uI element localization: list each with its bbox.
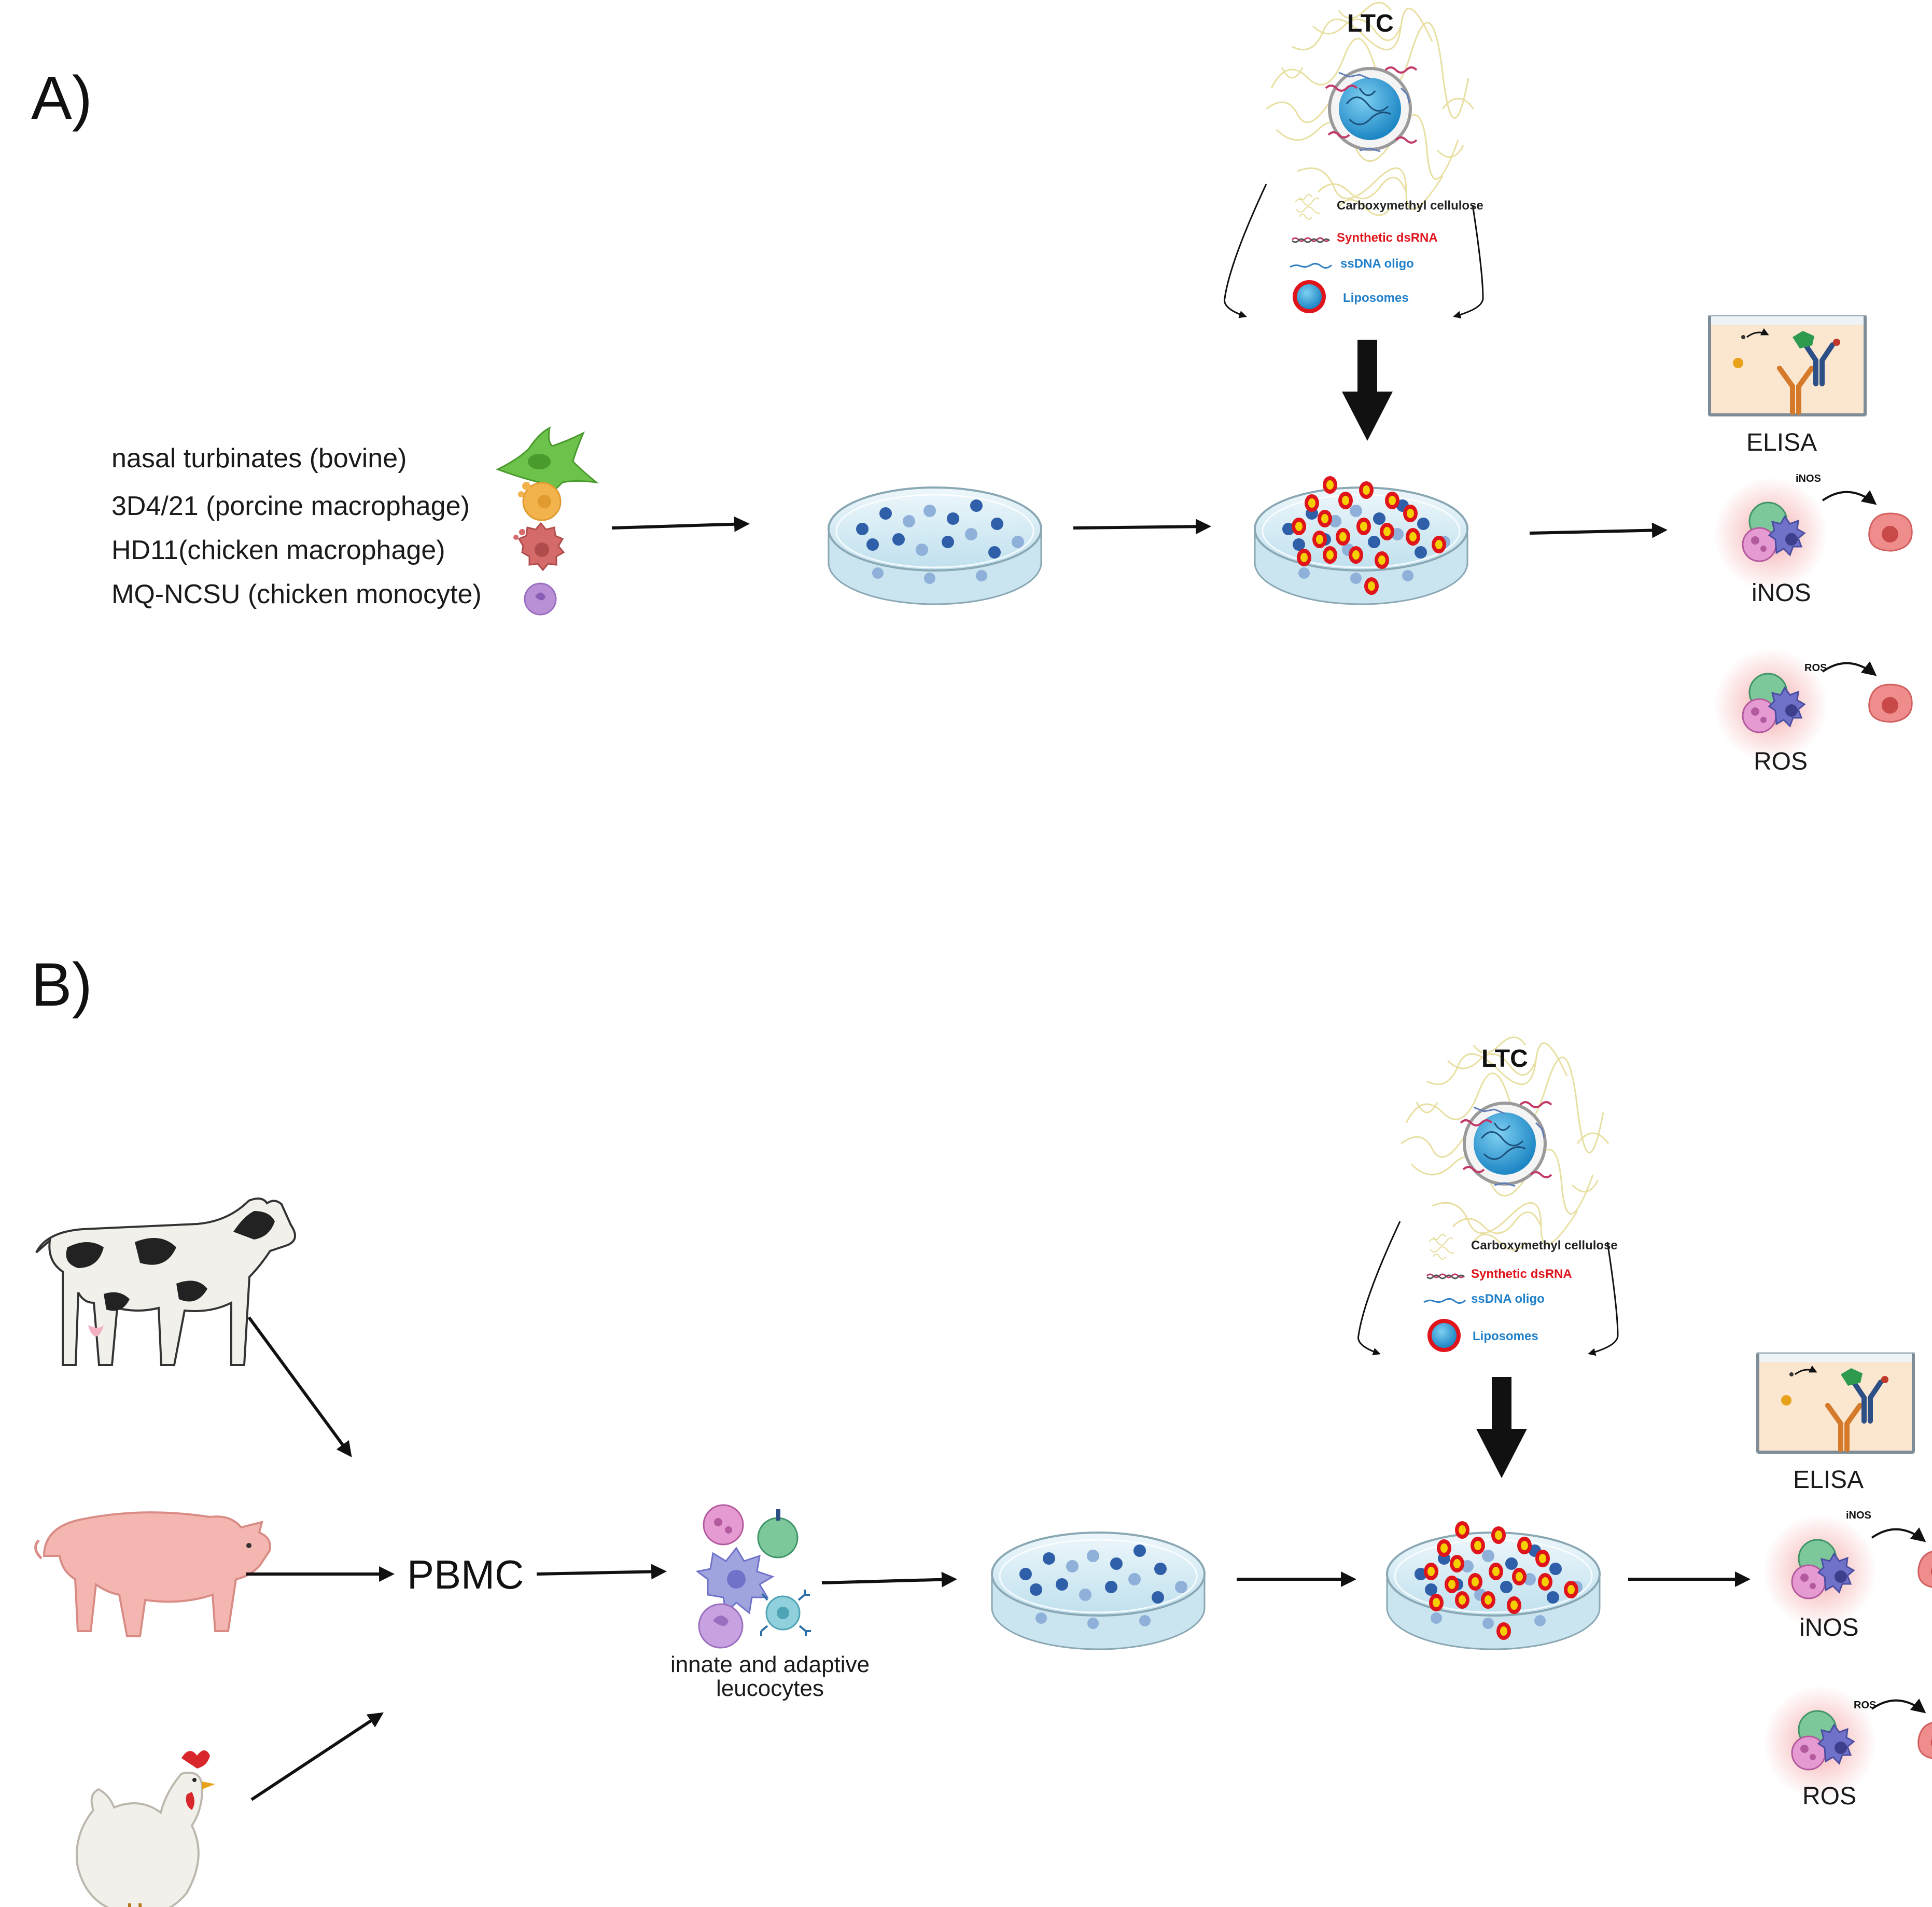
legend-liposomes-a: Liposomes: [1343, 291, 1409, 305]
petri-dish-liposomes-icon: [1254, 476, 1468, 605]
pig-icon: [34, 1511, 271, 1637]
cmc-icon: [1295, 194, 1321, 220]
legend-cmc-a: Carboxymethyl cellulose: [1337, 199, 1483, 213]
ros-mini-label-b: ROS: [1854, 1700, 1877, 1711]
panel-a: [496, 3, 1912, 762]
liposome-icon: [1427, 1319, 1461, 1352]
ltc-bracket-right-b: [1588, 1242, 1619, 1356]
flow-arrow-a-2: [1073, 519, 1211, 535]
big-down-arrow-b: [1476, 1377, 1527, 1478]
legend-dsrna-a: Synthetic dsRNA: [1337, 231, 1438, 245]
flow-arrow-b-1: [536, 1564, 667, 1580]
assay-elisa-b: ELISA: [1793, 1466, 1864, 1494]
assay-ros-a: ROS: [1754, 748, 1808, 775]
cell-line-bovine: nasal turbinates (bovine): [111, 443, 407, 474]
inos-cells-icon: [1714, 477, 1912, 591]
chicken-monocyte-icon: [524, 582, 557, 616]
petri-dish-icon: [991, 1532, 1206, 1650]
leucocytes-label: innate and adaptive leucocytes: [670, 1652, 870, 1702]
assay-inos-a: iNOS: [1752, 579, 1811, 607]
ltc-title-a: LTC: [1347, 10, 1394, 37]
leucocytes-icon: [695, 1504, 811, 1649]
ltc-bracket-left-b: [1357, 1221, 1401, 1356]
ltc-bracket-right-a: [1453, 204, 1484, 319]
ros-mini-label-a: ROS: [1804, 662, 1827, 674]
inos-mini-label-a: iNOS: [1796, 473, 1821, 484]
cell-line-chicken-monocyte: MQ-NCSU (chicken monocyte): [111, 579, 482, 609]
legend-ssdna-a: ssDNA oligo: [1340, 257, 1414, 271]
cell-line-chicken-macrophage: HD11(chicken macrophage): [111, 535, 445, 565]
flow-arrow-a-3: [1529, 522, 1668, 538]
chicken-macrophage-icon: [513, 522, 565, 572]
assay-inos-b: iNOS: [1799, 1614, 1859, 1641]
ltc-title-b: LTC: [1481, 1045, 1528, 1073]
petri-dish-icon: [828, 486, 1042, 605]
cmc-icon: [1429, 1234, 1454, 1260]
flow-arrow-a-1: [611, 516, 750, 532]
ltc-legend-a: [1289, 194, 1333, 313]
flow-arrow-b-2: [821, 1571, 957, 1588]
ssdna-icon: [1423, 1298, 1466, 1304]
cell-line-porcine: 3D4/21 (porcine macrophage): [111, 491, 470, 521]
legend-dsrna-b: Synthetic dsRNA: [1471, 1267, 1572, 1281]
dsrna-icon: [1291, 237, 1331, 243]
big-down-arrow-a: [1342, 340, 1393, 441]
porcine-cell-icon: [518, 482, 562, 521]
chicken-icon: [76, 1750, 215, 1907]
legend-cmc-b: Carboxymethyl cellulose: [1471, 1238, 1618, 1252]
elisa-well-icon: [1710, 316, 1865, 415]
legend-liposomes-b: Liposomes: [1473, 1329, 1538, 1343]
panel-label-a: A): [31, 64, 92, 132]
assay-ros-b: ROS: [1802, 1783, 1857, 1810]
petri-dish-liposomes-icon: [1386, 1521, 1601, 1650]
ssdna-icon: [1289, 262, 1333, 269]
cow-to-pbmc-arrow: [247, 1316, 352, 1457]
inos-cells-icon: [1763, 1514, 1932, 1628]
ltc-legend-b: [1423, 1234, 1466, 1352]
pbmc-label: PBMC: [407, 1552, 524, 1597]
panel-label-b: B): [31, 951, 92, 1019]
assay-elisa-a: ELISA: [1746, 429, 1817, 456]
ltc-bracket-left-a: [1224, 184, 1267, 318]
liposome-icon: [1293, 280, 1326, 313]
panel-b: [34, 1037, 1932, 1907]
legend-ssdna-b: ssDNA oligo: [1471, 1292, 1545, 1306]
dsrna-icon: [1426, 1273, 1465, 1279]
elisa-well-icon: [1758, 1354, 1913, 1452]
chicken-to-pbmc-arrow: [250, 1712, 384, 1801]
cow-icon: [35, 1198, 296, 1366]
inos-mini-label-b: iNOS: [1846, 1510, 1871, 1521]
